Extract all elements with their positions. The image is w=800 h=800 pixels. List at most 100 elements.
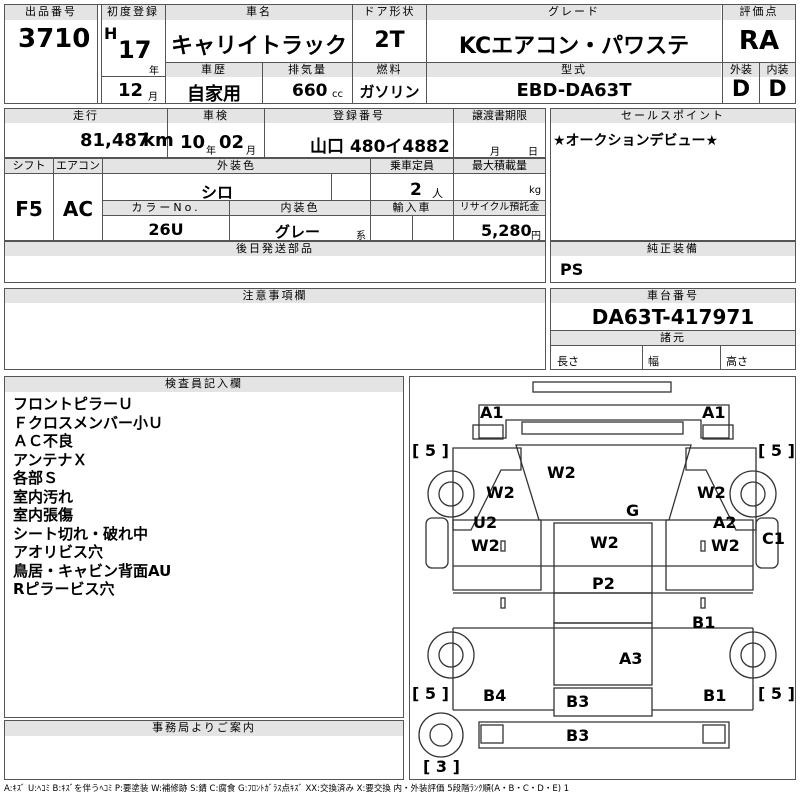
mark-a1-left: A1 <box>480 403 504 422</box>
spare-wheel-outline <box>429 723 453 747</box>
inspector-note: フロントピラーＵ <box>13 395 134 413</box>
mark-w2-l: W2 <box>471 536 500 555</box>
capacity-label: 乗車定員 <box>371 159 453 173</box>
inspection-month: 02 <box>219 132 245 153</box>
reg-month-unit: 月 <box>148 92 158 103</box>
tire-rr-rating: [ 5 ] <box>758 684 795 703</box>
wheel-front-left-outline <box>438 481 464 507</box>
inspector-note: Ｆクロスメンバー小Ｕ <box>13 413 164 432</box>
handle-right-outline <box>700 540 706 552</box>
office-box: 事務局よりご案内 <box>4 720 404 780</box>
wheel-rear-right-outline <box>740 642 766 668</box>
handle-left-outline <box>500 540 506 552</box>
tire-front-right-outline <box>729 470 777 518</box>
inspector-note: アンテナＸ <box>13 450 88 469</box>
capacity: 2 <box>410 180 422 200</box>
tire-fr-rating: [ 5 ] <box>758 441 795 460</box>
displacement-label: 排気量 <box>263 63 352 77</box>
exterior-label: 外装 <box>723 63 759 77</box>
history-label: 車歴 <box>166 63 262 77</box>
mark-b3-upper: B3 <box>566 692 589 711</box>
vehicle-diagram-box: A1 A1 [ 5 ] [ 5 ] W2 W2 W2 G U2 A2 C1 W2… <box>409 376 796 780</box>
headlight-right-outline <box>702 424 734 440</box>
lot-no-label: 出品番号 <box>5 5 97 20</box>
transfer-label: 譲渡書期限 <box>454 109 545 123</box>
header-section <box>4 4 796 104</box>
length-label: 長さ <box>557 355 579 368</box>
mark-a3: A3 <box>619 649 643 668</box>
front-bumper-outline <box>478 404 730 439</box>
int-color-label: 内装色 <box>230 201 370 215</box>
door-right-outline <box>665 519 754 591</box>
genuine-label: 純正装備 <box>551 242 795 256</box>
interior-score: D <box>768 77 787 102</box>
tire-rear-left-outline <box>427 631 475 679</box>
shift-label: シフト <box>5 159 53 173</box>
shift: F5 <box>15 197 43 221</box>
grille-outline <box>521 421 684 435</box>
tire-front-left-outline <box>427 470 475 518</box>
mark-b1-mid: B1 <box>692 613 715 632</box>
wheel-rear-left-outline <box>438 642 464 668</box>
score: RA <box>738 26 780 56</box>
recycle-label: リサイクル預託金 <box>454 201 545 215</box>
mark-b1-right: B1 <box>703 686 726 705</box>
sales-point-label: セールスポイント <box>551 109 795 123</box>
lot-no: 3710 <box>18 24 91 54</box>
mirror-right-outline <box>755 517 779 569</box>
rear-bumper-outline <box>478 721 730 749</box>
interior-label: 内装 <box>760 63 795 77</box>
inspector-box: 検査員記入欄 フロントピラーＵ Ｆクロスメンバー小Ｕ ＡＣ不良 アンテナＸ 各部… <box>4 376 404 718</box>
chassis: DA63T-417971 <box>591 305 755 329</box>
vehicle-diagram: A1 A1 [ 5 ] [ 5 ] W2 W2 W2 G U2 A2 C1 W2… <box>412 381 795 776</box>
wheel-front-right-outline <box>740 481 766 507</box>
hook-right-outline <box>700 597 706 609</box>
taillight-right-outline <box>702 724 726 744</box>
mileage-unit: km <box>143 130 174 151</box>
ac-label: エアコン <box>54 159 102 173</box>
inspector-note: 鳥居・キャビン背面AU <box>13 561 172 580</box>
history: 自家用 <box>187 84 241 105</box>
model: EBD-DA63T <box>516 80 632 101</box>
inspection-month-unit: 月 <box>246 146 256 157</box>
later-parts-label: 後日発送部品 <box>5 242 545 256</box>
exterior-score: D <box>731 77 751 102</box>
width-label: 幅 <box>648 355 659 368</box>
inspector-note: シート切れ・破れ中 <box>13 524 149 543</box>
recycle: 5,280 <box>481 221 532 240</box>
inspection-year-unit: 年 <box>206 146 216 157</box>
inspector-note: アオリビス穴 <box>13 543 104 561</box>
fuel-label: 燃料 <box>353 63 426 77</box>
mileage: 81,487 <box>80 130 150 151</box>
inspector-label: 検査員記入欄 <box>5 377 403 392</box>
genuine: PS <box>560 260 584 279</box>
tailgate-outline <box>553 687 653 717</box>
mileage-label: 走行 <box>5 109 167 123</box>
mark-a1-right: A1 <box>702 403 726 422</box>
roof-outline <box>532 381 672 393</box>
ext-color-label: 外装色 <box>103 159 370 173</box>
int-color: グレー <box>275 223 321 241</box>
tire-rl-rating: [ 5 ] <box>412 684 449 703</box>
score-label: 評価点 <box>723 5 795 20</box>
taillight-left-outline <box>480 724 504 744</box>
grade: KCエアコン・パワステ <box>458 34 690 59</box>
mark-u2: U2 <box>473 513 497 532</box>
import-label: 輸入車 <box>371 201 453 215</box>
reg-year-unit: 年 <box>149 66 159 77</box>
color-no-label: カラーNo. <box>103 201 229 215</box>
bed-floor-outline <box>553 622 653 686</box>
headlight-left-outline <box>472 424 504 440</box>
specs-label: 諸元 <box>551 331 795 345</box>
transfer-month-unit: 月 <box>490 147 500 158</box>
hook-left-outline <box>500 597 506 609</box>
car-name: キャリイトラック <box>170 34 347 59</box>
mark-c1: C1 <box>762 529 785 548</box>
grade-label: グレード <box>427 5 721 20</box>
mark-a2: A2 <box>713 513 737 532</box>
inspector-note: 各部Ｓ <box>13 469 59 487</box>
rear-panel-outline <box>553 592 653 624</box>
inspection-label: 車検 <box>168 109 264 123</box>
windshield-outline <box>515 444 692 521</box>
mirror-left-outline <box>425 517 449 569</box>
